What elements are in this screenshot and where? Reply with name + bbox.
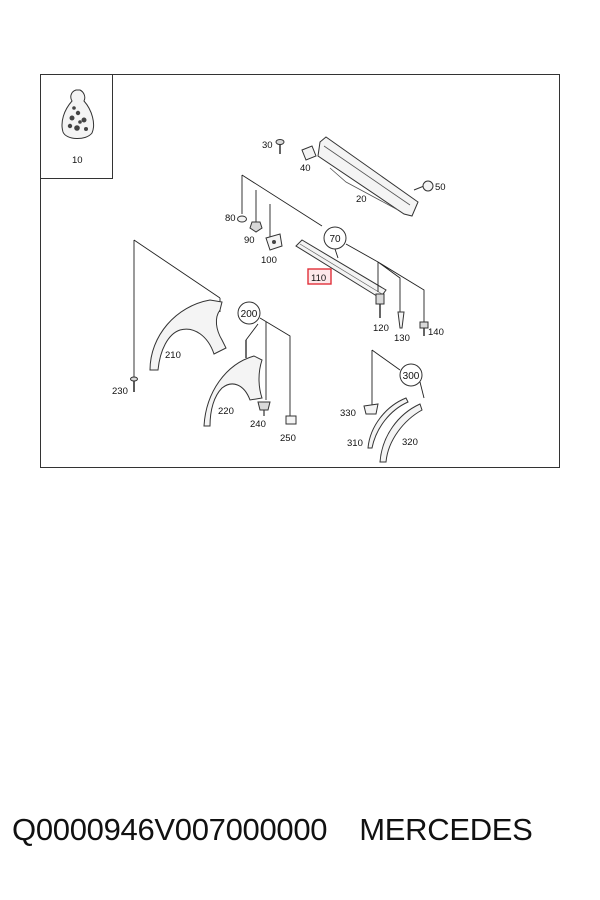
fastener-120 (375, 293, 385, 318)
fastener-140 (419, 321, 429, 336)
callout-40[interactable]: 40 (300, 163, 311, 174)
screw-30 (275, 139, 285, 154)
parts-bag-icon (61, 89, 95, 139)
callout-140[interactable]: 140 (428, 327, 444, 338)
clip-100 (265, 233, 283, 251)
clip-330 (363, 403, 379, 415)
callout-20[interactable]: 20 (356, 194, 367, 205)
callout-200[interactable]: 200 (241, 309, 258, 320)
part-code: Q0000946V007000000 (12, 812, 328, 847)
callout-130[interactable]: 130 (394, 333, 410, 344)
callout-70[interactable]: 70 (329, 234, 341, 245)
screw-230 (130, 376, 138, 392)
arch-liner-310-part (367, 397, 409, 449)
callout-50[interactable]: 50 (435, 182, 446, 193)
callout-circle-300[interactable] (399, 363, 423, 387)
callout-80[interactable]: 80 (225, 213, 236, 224)
callout-230[interactable]: 230 (112, 386, 128, 397)
callout-10[interactable]: 10 (72, 155, 83, 166)
trim-strip-part (301, 136, 419, 217)
diagram-caption: Q0000946V007000000 MERCEDES (12, 812, 592, 848)
clip-240 (257, 401, 271, 416)
callout-330[interactable]: 330 (340, 408, 356, 419)
diagram-frame (40, 74, 560, 468)
callout-circle-200[interactable] (237, 301, 261, 325)
callout-30[interactable]: 30 (262, 140, 273, 151)
brand-name: MERCEDES (359, 812, 533, 847)
fastener-130 (397, 311, 405, 329)
nut-90 (249, 221, 263, 233)
bracket-250 (285, 415, 297, 425)
callout-90[interactable]: 90 (244, 235, 255, 246)
callout-120[interactable]: 120 (373, 323, 389, 334)
molding-strip-part (295, 239, 387, 299)
arch-liner-320-part (379, 403, 423, 463)
callout-100[interactable]: 100 (261, 255, 277, 266)
callout-240[interactable]: 240 (250, 419, 266, 430)
callout-250[interactable]: 250 (280, 433, 296, 444)
fender-220-part (203, 340, 263, 427)
callout-110[interactable]: 110 (311, 273, 326, 284)
callout-320[interactable]: 320 (402, 437, 418, 448)
callout-210[interactable]: 210 (165, 350, 181, 361)
highlight-box-110[interactable] (307, 268, 332, 285)
inset-box (40, 74, 113, 179)
washer-80 (237, 215, 247, 223)
fender-210-part (149, 299, 227, 371)
callout-300[interactable]: 300 (403, 371, 420, 382)
knob-50 (413, 180, 434, 192)
callout-220[interactable]: 220 (218, 406, 234, 417)
callout-310[interactable]: 310 (347, 438, 363, 449)
